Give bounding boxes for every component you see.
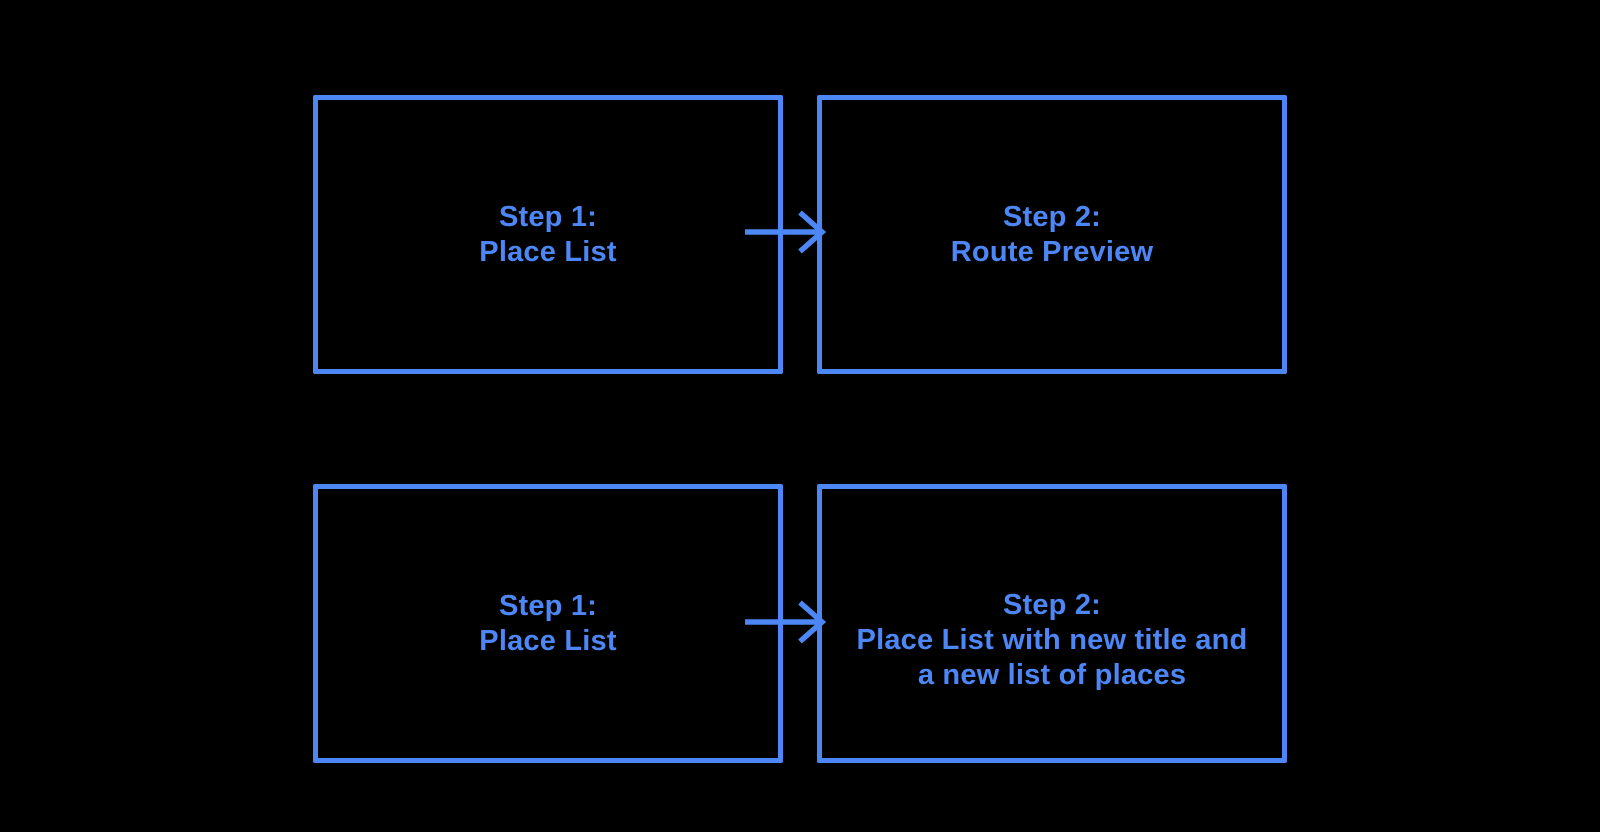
flow-arrow-icon (745, 600, 827, 644)
step-box-label: Step 1: Place List (479, 589, 616, 659)
step-box-row1-target: Step 2: Route Preview (817, 95, 1287, 374)
step-box-label: Step 1: Place List (479, 200, 616, 270)
step-box-label: Step 2: Route Preview (951, 200, 1153, 270)
step-box-row1-source: Step 1: Place List (313, 95, 783, 374)
step-box-label: Step 2: Place List with new title and a … (857, 588, 1248, 693)
label-line: Route Preview (950, 235, 1154, 268)
label-line: Place List (479, 235, 617, 268)
label-line: a new list of places (917, 659, 1187, 691)
label-line: Step 2: (1002, 589, 1102, 621)
label-line: Place List (479, 624, 617, 657)
step-box-row2-target: Step 2: Place List with new title and a … (817, 484, 1287, 763)
label-line: Step 1: (498, 200, 598, 233)
label-line: Place List with new title and (856, 624, 1248, 656)
flow-arrow-icon (745, 210, 827, 254)
label-line: Step 2: (1002, 200, 1102, 233)
step-box-row2-source: Step 1: Place List (313, 484, 783, 763)
label-line: Step 1: (498, 589, 598, 622)
